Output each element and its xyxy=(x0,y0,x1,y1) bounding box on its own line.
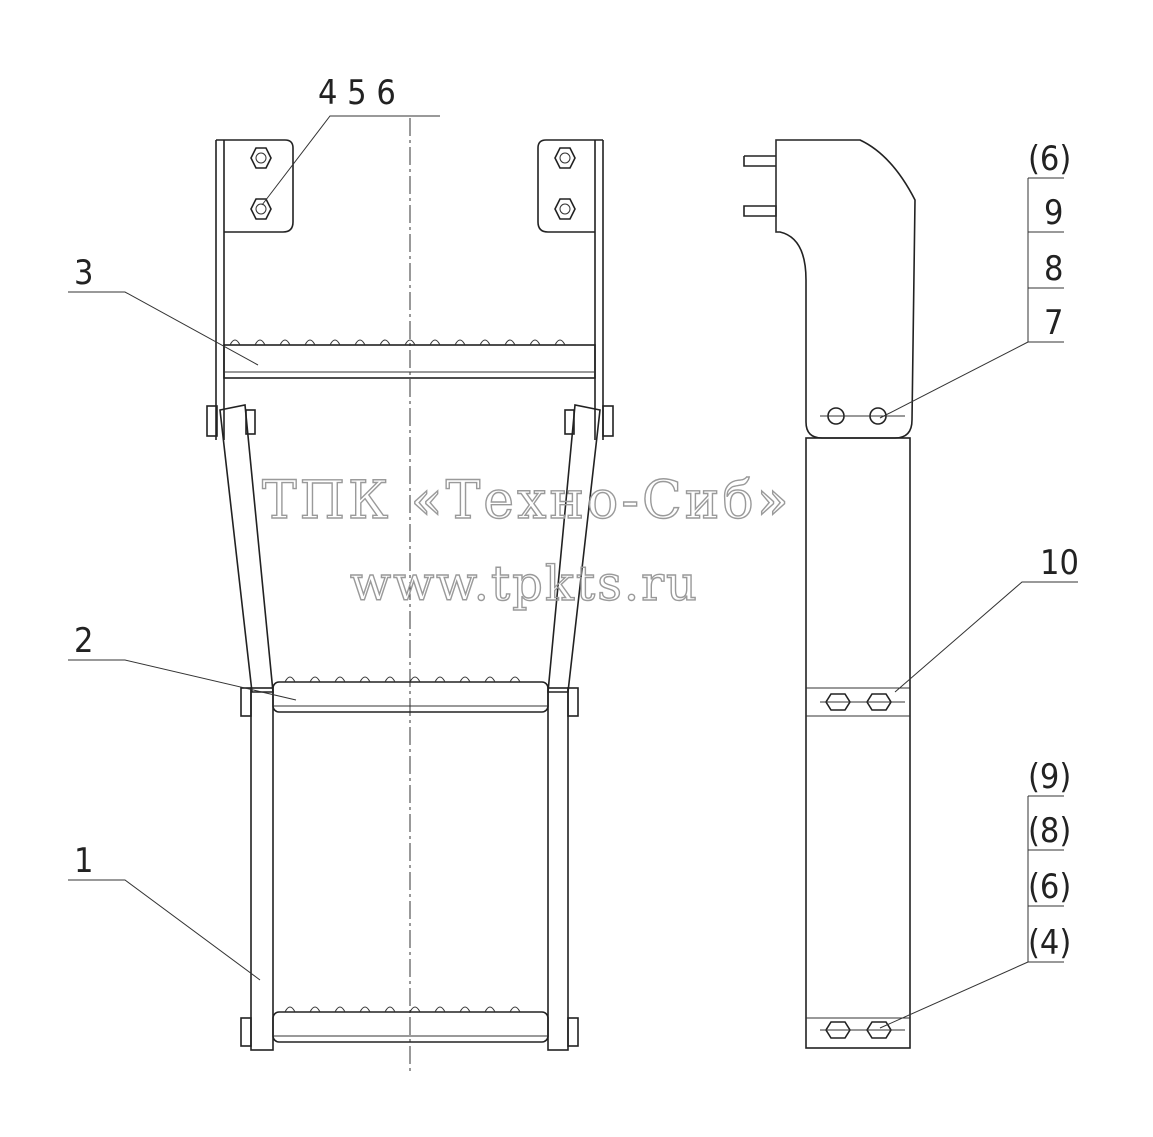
middle-step xyxy=(240,676,579,717)
right-swing-arm xyxy=(547,404,601,693)
stack-bottom-3: (4) xyxy=(1028,923,1071,963)
callout-3: 3 xyxy=(74,253,93,293)
left-lower-rail xyxy=(250,687,274,1051)
side-view xyxy=(743,139,1078,1049)
left-upper-plate xyxy=(215,139,225,440)
front-view xyxy=(68,115,614,1072)
top-part-stack xyxy=(1027,177,1064,343)
right-lower-rail xyxy=(547,687,569,1051)
right-mount-plate xyxy=(537,139,595,233)
front-leaders xyxy=(68,115,440,981)
callout-10: 10 xyxy=(1040,543,1079,583)
callout-4-5-6: 4 5 6 xyxy=(318,73,396,113)
left-mount-plate xyxy=(224,139,294,233)
left-swing-arm xyxy=(219,404,274,693)
stack-bottom-0: (9) xyxy=(1028,757,1071,797)
watermark-url: www.tpkts.ru xyxy=(350,556,699,612)
callout-1: 1 xyxy=(74,841,93,881)
bottom-part-stack xyxy=(1027,795,1064,963)
stack-top-3: 7 xyxy=(1044,303,1063,343)
stack-top-2: 8 xyxy=(1044,249,1063,289)
side-leaders xyxy=(879,341,1078,1029)
upper-pivot-bolts xyxy=(206,405,614,437)
stack-top-1: 9 xyxy=(1044,193,1063,233)
nut-group-top xyxy=(250,147,576,220)
bottom-step xyxy=(240,1006,579,1047)
side-rail xyxy=(805,437,911,1049)
side-bracket xyxy=(775,139,916,439)
top-step xyxy=(223,339,596,379)
stack-top-0: (6) xyxy=(1028,139,1071,179)
stack-bottom-1: (8) xyxy=(1028,811,1071,851)
mount-pins xyxy=(743,155,777,217)
watermark-company: ТПК «Техно-Сиб» xyxy=(262,471,792,531)
callout-2: 2 xyxy=(74,621,93,661)
right-upper-plate xyxy=(594,139,604,440)
stack-bottom-2: (6) xyxy=(1028,867,1071,907)
